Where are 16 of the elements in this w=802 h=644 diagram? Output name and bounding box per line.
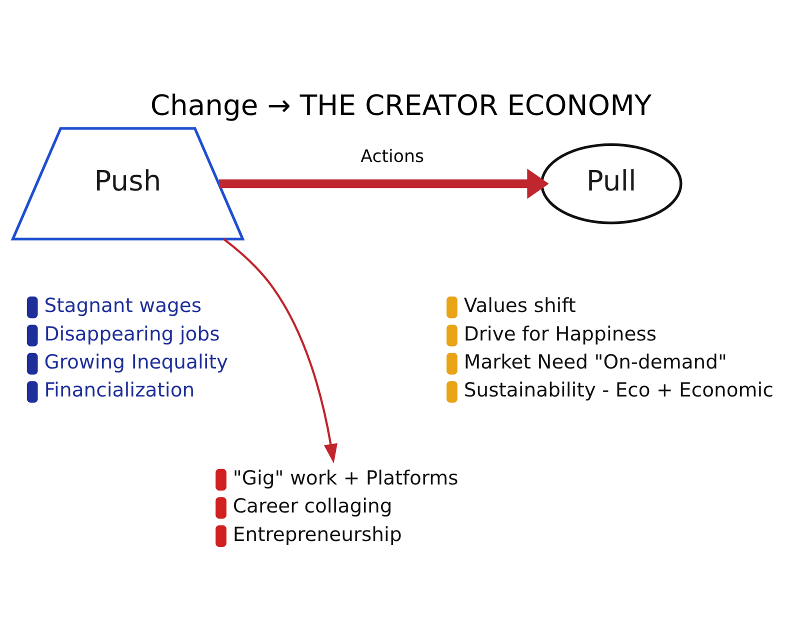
edge-label: Actions bbox=[360, 146, 424, 167]
diagram-title: Change → THE CREATOR ECONOMY bbox=[150, 89, 652, 122]
node-label: Drive for Happiness bbox=[464, 322, 657, 346]
node-label: Values shift bbox=[464, 294, 576, 318]
node-label: Growing Inequality bbox=[44, 350, 228, 374]
arrow bbox=[223, 238, 338, 464]
node-label: Market Need "On-demand" bbox=[464, 350, 728, 374]
node-label: Sustainability - Eco + Economic bbox=[464, 378, 774, 402]
node-label: Entrepreneurship bbox=[232, 522, 402, 546]
node-label: "Gig" work + Platforms bbox=[232, 466, 458, 490]
node-label: Stagnant wages bbox=[44, 294, 202, 318]
arrow bbox=[219, 168, 549, 199]
node-label: Disappearing jobs bbox=[44, 322, 220, 346]
node-label: Career collaging bbox=[232, 494, 392, 518]
node-ellipse: Pull bbox=[540, 143, 682, 224]
node-label: Financialization bbox=[44, 378, 195, 402]
